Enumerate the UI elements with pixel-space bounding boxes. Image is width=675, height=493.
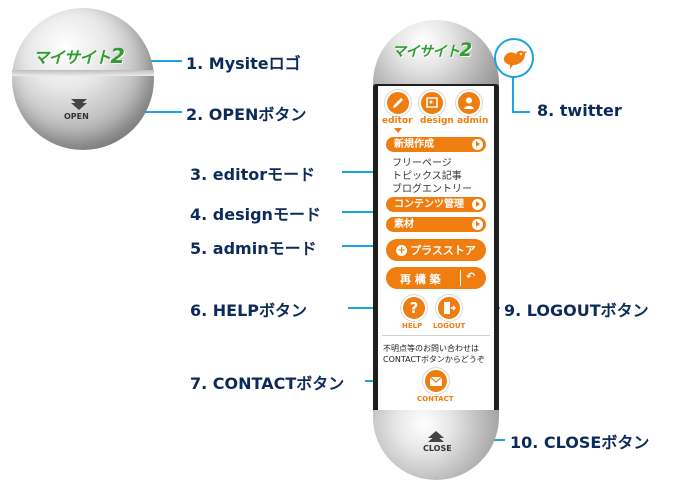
question-icon: ? (409, 299, 419, 317)
line-8 (512, 72, 530, 113)
open-label: OPEN (64, 112, 89, 121)
callout-7: 7. CONTACTボタン (190, 374, 345, 393)
admin-mode-label: admin (457, 116, 489, 126)
callout-2: 2. OPENボタン (186, 105, 307, 124)
design-mode-button[interactable] (419, 90, 445, 116)
callout-1: 1. Mysiteロゴ (186, 54, 301, 73)
callout-9: 9. LOGOUTボタン (504, 301, 649, 320)
mysite-logo-open[interactable]: マイサイト2 (392, 40, 472, 61)
material-label: 素材 (394, 219, 414, 230)
material-menu[interactable]: 素材 (386, 217, 486, 232)
plus-store-label: プラスストア (410, 244, 476, 257)
callout-6: 6. HELPボタン (190, 301, 308, 320)
sphere-seam (12, 70, 154, 76)
close-arrow-icon (428, 431, 444, 438)
help-button[interactable]: ? (401, 295, 427, 321)
door-exit-icon (444, 302, 456, 314)
callout-3: 3. editorモード (190, 165, 316, 184)
palette-icon (426, 97, 438, 108)
contact-button[interactable] (423, 368, 449, 394)
current-mode-indicator-icon (394, 128, 402, 133)
submenu-blog-entry[interactable]: ブログエントリー (392, 184, 472, 195)
contact-note-1: 不明点等のお問い合わせは (383, 344, 479, 353)
rebuild-divider (460, 270, 461, 286)
editor-mode-button[interactable] (385, 90, 411, 116)
open-button[interactable]: OPEN (64, 99, 89, 121)
open-arrow-icon-2 (71, 103, 87, 110)
callout-4: 4. designモード (190, 205, 321, 224)
bird-icon (503, 50, 527, 69)
user-icon (464, 97, 474, 109)
content-manage-label: コンテンツ管理 (394, 199, 464, 210)
plus-store-button[interactable]: + プラスストア (386, 239, 486, 261)
contact-caption: CONTACT (417, 395, 454, 403)
close-arrow-icon-2 (428, 435, 444, 442)
chevron-right-icon (472, 139, 483, 150)
content-manage-menu[interactable]: コンテンツ管理 (386, 197, 486, 212)
mysite-logo[interactable]: マイサイト2 (33, 44, 125, 68)
submenu-topics[interactable]: トピックス記事 (392, 171, 462, 182)
closed-widget-sphere (12, 8, 154, 150)
callout-8: 8. twitter (537, 101, 622, 120)
editor-mode-label: editor (382, 116, 413, 126)
new-create-menu[interactable]: 新規作成 (386, 137, 486, 152)
callout-5: 5. adminモード (190, 239, 317, 258)
new-create-label: 新規作成 (394, 139, 434, 150)
envelope-icon (429, 376, 443, 386)
rebuild-label: 再 構 築 (400, 273, 441, 286)
close-button[interactable]: CLOSE (423, 431, 452, 453)
close-label: CLOSE (423, 444, 452, 453)
pencil-icon (393, 98, 403, 108)
rebuild-button[interactable]: 再 構 築 ↶ (386, 267, 486, 289)
callout-10: 10. CLOSEボタン (510, 433, 650, 452)
design-mode-label: design (420, 116, 454, 126)
chevron-right-icon (472, 219, 483, 230)
logout-caption: LOGOUT (433, 322, 466, 330)
twitter-button[interactable] (494, 38, 534, 78)
contact-note-2: CONTACTボタンからどうぞ (383, 355, 485, 364)
submenu-free-page[interactable]: フリーページ (392, 158, 452, 169)
logout-button[interactable] (436, 295, 462, 321)
plus-icon: + (396, 244, 408, 256)
admin-mode-button[interactable] (456, 90, 482, 116)
undo-icon[interactable]: ↶ (466, 270, 476, 283)
chevron-right-icon (472, 199, 483, 210)
separator (382, 335, 490, 336)
help-caption: HELP (402, 322, 423, 330)
open-arrow-icon (71, 99, 87, 106)
